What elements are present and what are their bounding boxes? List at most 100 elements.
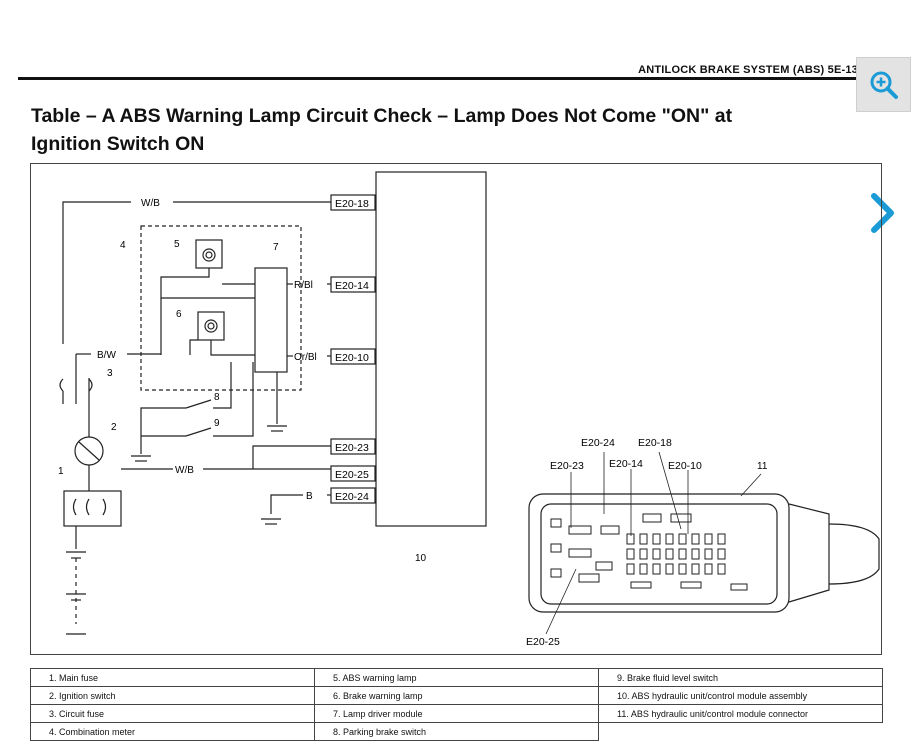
connector-pin (717, 548, 726, 560)
connector-pin (704, 563, 713, 575)
callout-9: 9 (214, 418, 220, 429)
terminal-box (330, 465, 376, 482)
wire-label-wb-bottom: W/B (175, 465, 194, 476)
header-rule (18, 77, 870, 80)
connector-pin (678, 563, 687, 575)
next-page-button[interactable] (862, 188, 902, 238)
legend-cell: 4. Combination meter (30, 722, 315, 741)
lamp-driver-box (254, 267, 288, 373)
connector-pin (665, 533, 674, 545)
connector-pin (691, 548, 700, 560)
terminal-e20-24: E20-24 (335, 491, 369, 503)
table-row: 2. Ignition switch 6. Brake warning lamp… (30, 686, 883, 705)
terminal-e20-23: E20-23 (335, 442, 369, 454)
connector-pin (639, 533, 648, 545)
chevron-right-icon (871, 193, 894, 233)
terminal-e20-10: E20-10 (335, 352, 369, 364)
wiring-diagram-svg: W/B R/Bl Or/Bl B/W W/B B E20-18 E20-14 E… (58, 171, 880, 648)
callout-3: 3 (107, 368, 113, 379)
table-row: 4. Combination meter 8. Parking brake sw… (30, 722, 883, 741)
page-section-header: ANTILOCK BRAKE SYSTEM (ABS) 5E-13 (638, 64, 858, 76)
connector-pin (550, 543, 562, 553)
connector-pin (665, 563, 674, 575)
wire-label-bw: B/W (97, 350, 116, 361)
zoom-button[interactable] (856, 57, 911, 112)
connector-pin (595, 561, 613, 571)
connector-pin (652, 548, 661, 560)
legend-cell: 8. Parking brake switch (314, 722, 599, 741)
connector-pin (626, 563, 635, 575)
connector-pin (678, 533, 687, 545)
legend-empty-cell (599, 723, 883, 741)
connector-pins (550, 513, 748, 591)
connector-pin (639, 548, 648, 560)
connector-pin (626, 548, 635, 560)
wiring-diagram: W/B R/Bl Or/Bl B/W W/B B E20-18 E20-14 E… (30, 163, 882, 655)
table-row: 3. Circuit fuse 7. Lamp driver module 11… (30, 704, 883, 723)
terminal-e20-18: E20-18 (335, 198, 369, 210)
callout-10: 10 (415, 553, 427, 564)
terminal-e20-25: E20-25 (335, 469, 369, 481)
wire-label-orbl: Or/Bl (294, 352, 317, 363)
table-row: 1. Main fuse 5. ABS warning lamp 9. Brak… (30, 668, 883, 687)
legend-cell: 2. Ignition switch (30, 686, 315, 705)
callout-8: 8 (214, 392, 220, 403)
connector-pin (600, 525, 620, 535)
connector-label-e20-10: E20-10 (668, 460, 702, 472)
connector-pin (678, 548, 687, 560)
connector-housing (528, 493, 790, 613)
title-line-1: Table – A ABS Warning Lamp Circuit Check… (31, 105, 733, 127)
abs-warning-lamp-box (195, 239, 223, 269)
legend-cell: 5. ABS warning lamp (314, 668, 599, 687)
callout-11: 11 (757, 461, 768, 472)
connector-label-e20-25: E20-25 (526, 636, 560, 648)
connector-pin (578, 573, 600, 583)
wire-label-wb-top: W/B (141, 198, 160, 209)
connector-pin (652, 563, 661, 575)
callout-6: 6 (176, 309, 182, 320)
connector-pin (704, 533, 713, 545)
callout-7: 7 (273, 242, 279, 253)
brake-warning-lamp-box (197, 311, 225, 341)
combination-meter-box (140, 225, 302, 391)
legend-cell: 11. ABS hydraulic unit/control module co… (598, 704, 883, 723)
connector-pin (665, 548, 674, 560)
page-title: Table – A ABS Warning Lamp Circuit Check… (31, 102, 811, 158)
connector-pin (691, 533, 700, 545)
legend-cell: 10. ABS hydraulic unit/control module as… (598, 686, 883, 705)
connector-pin (730, 583, 748, 591)
connector-pin (691, 563, 700, 575)
connector-pin (550, 568, 562, 578)
callout-5: 5 (174, 239, 180, 250)
connector-pin (717, 563, 726, 575)
wire-label-b: B (306, 491, 313, 502)
terminal-e20-14: E20-14 (335, 280, 369, 292)
title-line-2: Ignition Switch ON (31, 133, 205, 155)
legend-cell: 1. Main fuse (30, 668, 315, 687)
connector-label-e20-14: E20-14 (609, 458, 643, 470)
legend-cell: 3. Circuit fuse (30, 704, 315, 723)
connector-pin (717, 533, 726, 545)
connector-pin (568, 548, 592, 558)
connector-label-e20-23: E20-23 (550, 460, 584, 472)
legend-cell: 7. Lamp driver module (314, 704, 599, 723)
connector-pin (630, 581, 652, 589)
wire-label-rbl: R/Bl (294, 280, 313, 291)
legend-cell: 6. Brake warning lamp (314, 686, 599, 705)
connector-pin (680, 581, 702, 589)
callout-2: 2 (111, 422, 117, 433)
connector-pin (568, 525, 592, 535)
legend-cell: 9. Brake fluid level switch (598, 668, 883, 687)
connector-label-e20-18: E20-18 (638, 437, 672, 449)
connector-pin (550, 518, 562, 528)
callout-1: 1 (58, 466, 64, 477)
connector-label-e20-24: E20-24 (581, 437, 615, 449)
main-fuse-box (63, 490, 122, 527)
connector-pin (642, 513, 662, 523)
connector-pin (626, 533, 635, 545)
control-module-box (375, 171, 487, 527)
connector-pin (670, 513, 692, 523)
connector-pin (652, 533, 661, 545)
zoom-in-icon (870, 71, 898, 99)
connector-pin (639, 563, 648, 575)
